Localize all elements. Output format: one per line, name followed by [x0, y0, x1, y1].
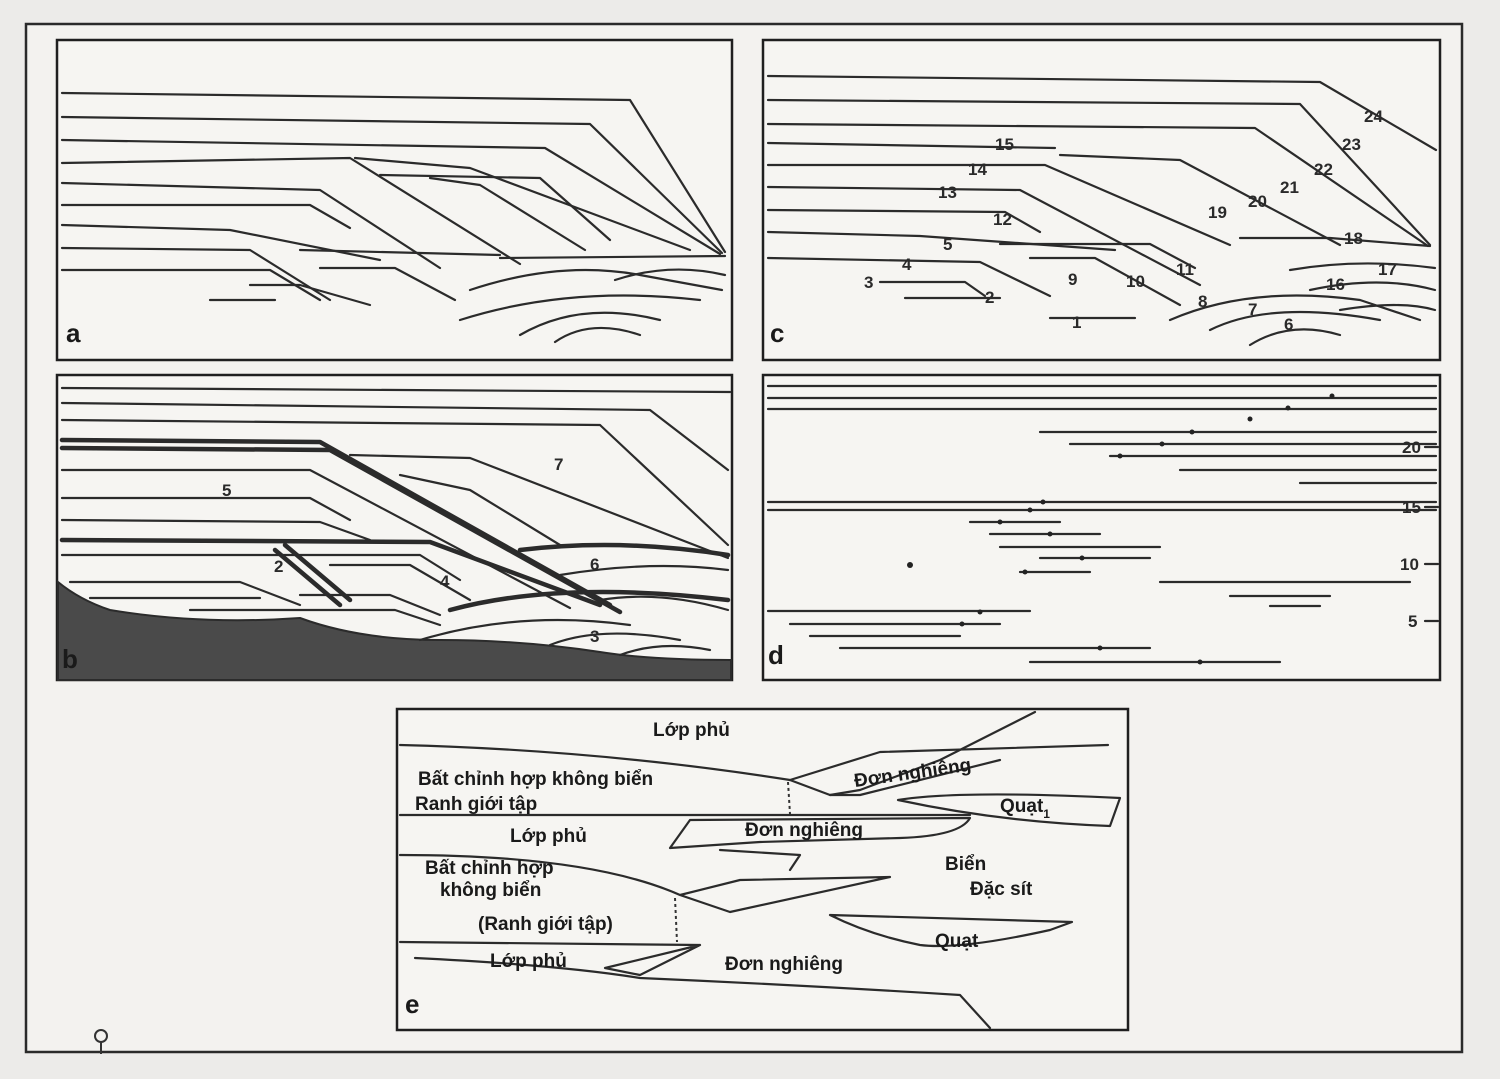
panel-a: a — [55, 38, 734, 362]
panel-b-number: 3 — [590, 627, 599, 646]
panel-e-lines — [398, 710, 1122, 1030]
panel-d-markers — [907, 393, 1335, 665]
panel-e-text: Biển — [945, 854, 986, 875]
panel-c-strata — [766, 74, 1438, 347]
panel-b-number: 5 — [222, 481, 231, 500]
panel-c-number: 19 — [1208, 203, 1227, 222]
panel-c-number: 3 — [864, 273, 873, 292]
panel-a-strata — [60, 91, 727, 344]
panel-c-number: 4 — [902, 255, 912, 274]
panel-d-axis: 20 15 10 5 — [1400, 438, 1440, 631]
panel-d: 20 15 10 5 d — [761, 373, 1442, 682]
pin-icon — [94, 1029, 108, 1054]
panel-e-subscript: 1 — [1043, 807, 1050, 821]
panel-b: 5 7 2 4 6 3 b — [55, 373, 734, 682]
panel-c-number: 9 — [1068, 270, 1077, 289]
panel-c-number: 18 — [1344, 229, 1363, 248]
panel-c-numbers: 15 14 13 12 5 4 3 2 1 9 10 11 8 7 6 19 2… — [864, 107, 1397, 334]
panel-d-tick: 20 — [1402, 438, 1421, 457]
panel-c-number: 16 — [1326, 275, 1345, 294]
panel-e-text: Lớp phủ — [653, 720, 730, 741]
panel-b-number: 7 — [554, 455, 563, 474]
panel-b-strata — [59, 386, 732, 657]
panel-b-basement — [57, 579, 732, 681]
panel-e-text: Lớp phủ — [510, 826, 587, 847]
panel-d-horizons — [766, 384, 1438, 664]
panel-c-number: 23 — [1342, 135, 1361, 154]
panel-b-number: 6 — [590, 555, 599, 574]
panel-c-number: 6 — [1284, 315, 1293, 334]
panel-e-text: Quạt — [1000, 796, 1044, 817]
panel-c-number: 20 — [1248, 192, 1267, 211]
panel-a-label: a — [66, 318, 81, 348]
panel-e-text: Đơn nghiêng — [745, 820, 863, 841]
panel-c-number: 11 — [1176, 260, 1194, 279]
panel-e-text: Bất chỉnh hợp không biển — [418, 769, 653, 790]
panel-d-tick: 10 — [1400, 555, 1419, 574]
panel-c-number: 13 — [938, 183, 957, 202]
panel-e-text: Ranh giới tập — [415, 794, 537, 815]
panel-c-number: 24 — [1364, 107, 1383, 126]
panel-b-number: 4 — [440, 572, 450, 591]
panel-c-number: 5 — [943, 235, 952, 254]
panel-c-number: 15 — [995, 135, 1014, 154]
panel-c-number: 12 — [993, 210, 1012, 229]
panel-c-number: 2 — [985, 288, 994, 307]
panel-c-number: 1 — [1072, 313, 1081, 332]
panel-e: Lớp phủ Đơn nghiêng Bất chỉnh hợp không … — [395, 707, 1130, 1032]
panel-c-number: 7 — [1248, 300, 1257, 319]
panel-c-number: 22 — [1314, 160, 1333, 179]
panel-e-text: (Ranh giới tập) — [478, 914, 613, 935]
panel-c-number: 14 — [968, 160, 987, 179]
panel-e-label: e — [405, 989, 419, 1019]
panel-c-label: c — [770, 318, 784, 348]
panel-b-label: b — [62, 644, 78, 674]
panel-e-text: Quạt — [935, 931, 979, 952]
panel-e-text: không biển — [440, 880, 541, 901]
panel-c-number: 17 — [1378, 260, 1397, 279]
panel-e-text: Bất chỉnh hợp — [425, 858, 554, 879]
panel-e-text: Lớp phủ — [490, 951, 567, 972]
panel-c-number: 21 — [1280, 178, 1299, 197]
panel-c-number: 8 — [1198, 292, 1207, 311]
panel-b-number: 2 — [274, 557, 283, 576]
panel-e-labels: Lớp phủ Đơn nghiêng Bất chỉnh hợp không … — [415, 720, 1050, 975]
panel-e-text: Đặc sít — [970, 879, 1033, 900]
panel-d-tick: 15 — [1402, 498, 1421, 517]
panel-c: 15 14 13 12 5 4 3 2 1 9 10 11 8 7 6 19 2… — [761, 38, 1442, 362]
panel-d-tick: 5 — [1408, 612, 1417, 631]
panel-e-text: Đơn nghiêng — [725, 954, 843, 975]
panel-c-number: 10 — [1126, 272, 1145, 291]
panel-e-text: Quạt1 — [1000, 796, 1050, 821]
panel-d-label: d — [768, 640, 784, 670]
